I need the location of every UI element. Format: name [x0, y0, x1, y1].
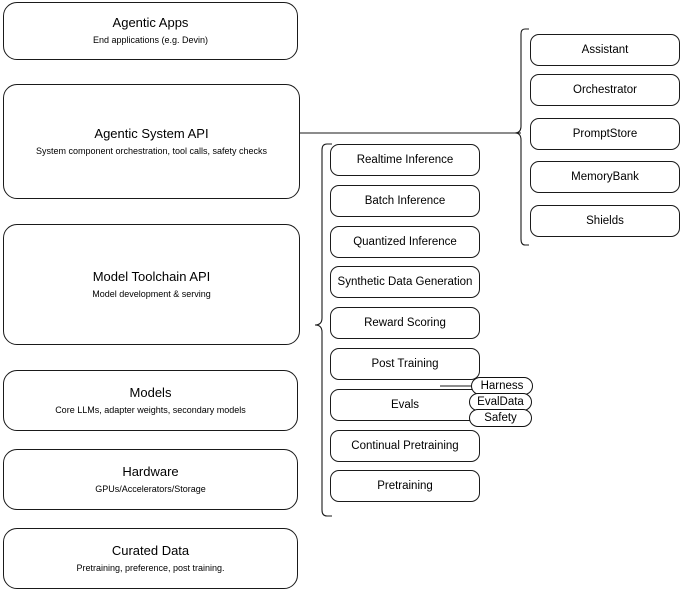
evals-subcomponent-label: Safety: [484, 412, 517, 424]
toolchain-component-quantized-inference[interactable]: Quantized Inference: [330, 226, 480, 258]
stack-layer-subtitle: Model development & serving: [92, 288, 211, 299]
system-component-shields[interactable]: Shields: [530, 205, 680, 237]
toolchain-component-label: Pretraining: [377, 480, 433, 492]
toolchain-component-reward-scoring[interactable]: Reward Scoring: [330, 307, 480, 339]
stack-layer-subtitle: Core LLMs, adapter weights, secondary mo…: [55, 404, 246, 415]
toolchain-component-label: Realtime Inference: [356, 154, 454, 166]
toolchain-component-label: Quantized Inference: [353, 236, 457, 248]
stack-layer-subtitle: End applications (e.g. Devin): [92, 35, 209, 45]
system-component-label: Shields: [586, 215, 624, 227]
toolchain-component-pretraining[interactable]: Pretraining: [330, 470, 480, 502]
toolchain-component-continual-pretraining[interactable]: Continual Pretraining: [330, 430, 480, 462]
system-component-orchestrator[interactable]: Orchestrator: [530, 74, 680, 106]
evals-subcomponent-evaldata[interactable]: EvalData: [469, 393, 532, 411]
toolchain-component-synthetic-data-generation[interactable]: Synthetic Data Generation: [330, 266, 480, 298]
system-component-label: Assistant: [581, 44, 629, 56]
system-component-promptstore[interactable]: PromptStore: [530, 118, 680, 150]
system-component-assistant[interactable]: Assistant: [530, 34, 680, 66]
stack-layer-subtitle: GPUs/Accelerators/Storage: [95, 483, 206, 494]
toolchain-component-evals[interactable]: Evals: [330, 389, 480, 421]
brace-system-components: [514, 28, 529, 246]
evals-subcomponent-label: EvalData: [477, 396, 524, 408]
stack-layer-models[interactable]: Models Core LLMs, adapter weights, secon…: [3, 370, 298, 431]
stack-layer-hardware[interactable]: Hardware GPUs/Accelerators/Storage: [3, 449, 298, 510]
stack-layer-title: Models: [129, 384, 172, 400]
toolchain-component-label: Evals: [390, 399, 420, 411]
stack-layer-title: Hardware: [122, 463, 179, 479]
stack-layer-curated-data[interactable]: Curated Data Pretraining, preference, po…: [3, 528, 298, 589]
toolchain-component-label: Continual Pretraining: [351, 440, 459, 452]
toolchain-component-label: Synthetic Data Generation: [337, 276, 473, 288]
stack-layer-subtitle: System component orchestration, tool cal…: [35, 145, 268, 156]
stack-layer-title: Model Toolchain API: [92, 268, 211, 284]
stack-layer-subtitle: Pretraining, preference, post training.: [76, 562, 225, 573]
stack-layer-title: Agentic Apps: [112, 15, 189, 30]
toolchain-component-post-training[interactable]: Post Training: [330, 348, 480, 380]
system-component-label: PromptStore: [572, 128, 638, 140]
toolchain-component-realtime-inference[interactable]: Realtime Inference: [330, 144, 480, 176]
system-component-label: MemoryBank: [571, 171, 639, 183]
stack-layer-title: Agentic System API: [94, 125, 209, 141]
system-component-label: Orchestrator: [573, 84, 637, 96]
toolchain-component-label: Batch Inference: [364, 195, 446, 207]
system-component-memorybank[interactable]: MemoryBank: [530, 161, 680, 193]
stack-layer-agentic-system-api[interactable]: Agentic System API System component orch…: [3, 84, 300, 199]
toolchain-component-label: Post Training: [371, 358, 439, 370]
stack-layer-model-toolchain-api[interactable]: Model Toolchain API Model development & …: [3, 224, 300, 345]
toolchain-component-label: Reward Scoring: [364, 317, 446, 329]
evals-subcomponent-label: Harness: [480, 380, 524, 392]
evals-subcomponent-safety[interactable]: Safety: [469, 409, 532, 427]
stack-layer-agentic-apps[interactable]: Agentic Apps End applications (e.g. Devi…: [3, 2, 298, 60]
toolchain-component-batch-inference[interactable]: Batch Inference: [330, 185, 480, 217]
stack-layer-title: Curated Data: [111, 542, 190, 558]
